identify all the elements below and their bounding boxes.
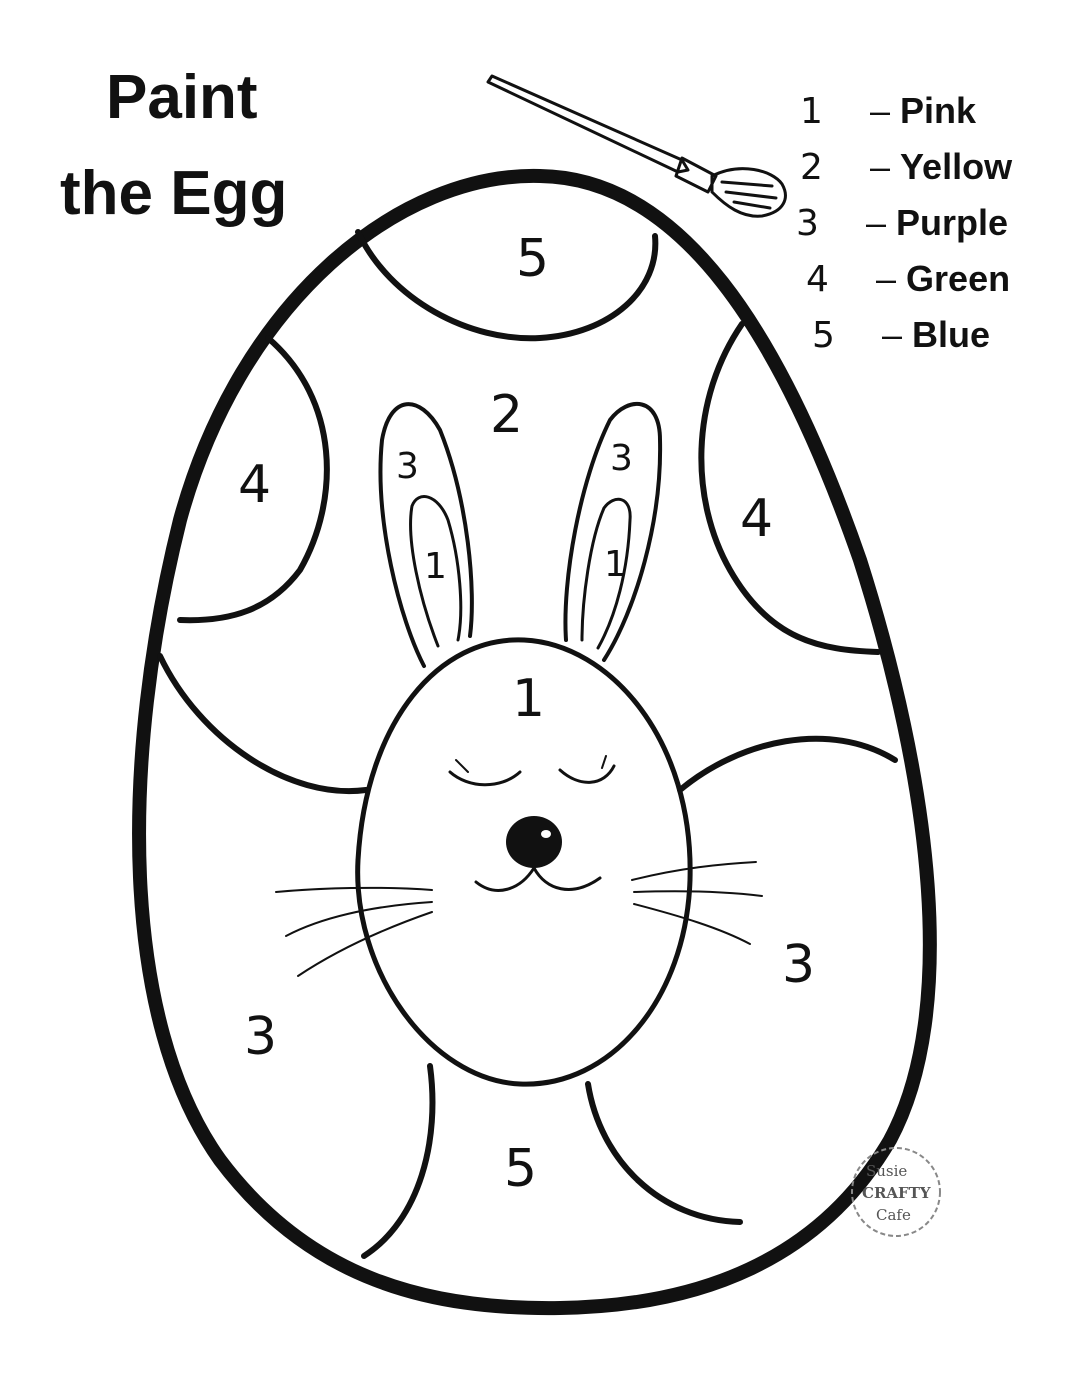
watermark-line-3: Cafe — [876, 1206, 911, 1224]
right-eye — [558, 764, 616, 784]
egg-outline — [132, 168, 937, 1316]
left-ear-inner — [409, 495, 463, 648]
zone-number-bottom-band: 5 — [504, 1139, 537, 1199]
zone-number-bunny-face: 1 — [512, 669, 545, 729]
nose-highlight — [541, 830, 551, 838]
zone-number-left-circle: 4 — [238, 455, 271, 515]
title-line-2: the Egg — [60, 159, 288, 229]
zone-number-left-ear-outer: 3 — [396, 446, 419, 487]
right-ear-inner — [580, 497, 632, 650]
right-band-line — [677, 735, 898, 793]
watermark-logo: Susie CRAFTY Cafe — [851, 1147, 941, 1237]
legend-color-name: Purple — [896, 202, 1009, 243]
legend-color-name: Blue — [912, 314, 991, 355]
bottom-left-line — [361, 1063, 436, 1259]
zone-number-lower-left: 3 — [244, 1007, 277, 1067]
legend-item-pink: 1– Pink — [800, 90, 977, 132]
bunny-face — [275, 402, 763, 1087]
zone-number-left-ear-inner: 1 — [424, 546, 447, 587]
legend-item-green: 4– Green — [806, 258, 1011, 300]
zone-number-top-cap: 5 — [516, 229, 549, 289]
left-circle-line — [177, 335, 330, 624]
left-ear — [378, 402, 474, 668]
zone-number-right-circle: 4 — [740, 489, 773, 549]
zone-number-right-ear-outer: 3 — [610, 438, 633, 479]
watermark-line-1: Susie — [866, 1162, 907, 1180]
page-title: Paint the Egg — [60, 50, 287, 242]
right-circle-line — [698, 321, 881, 655]
title-line-1: Paint — [106, 63, 258, 132]
top-cap-line — [355, 229, 659, 342]
paintbrush-icon — [486, 74, 787, 218]
zone-number-right-ear-inner: 1 — [604, 544, 627, 585]
zone-lines — [157, 229, 898, 1259]
bottom-right-line — [585, 1081, 743, 1225]
zone-number-lower-right: 3 — [782, 935, 815, 995]
watermark-line-2: CRAFTY — [862, 1184, 931, 1202]
bunny-nose — [506, 816, 562, 868]
legend-color-name: Yellow — [900, 146, 1013, 187]
whiskers-right — [631, 861, 763, 945]
legend-color-name: Pink — [900, 90, 977, 131]
legend-number: 4 — [806, 259, 829, 300]
right-ear — [563, 402, 663, 662]
legend-number: 3 — [796, 203, 819, 244]
bunny-mouth — [474, 866, 602, 892]
left-band-line — [157, 653, 369, 795]
left-eye-lash — [455, 759, 469, 773]
legend-number: 5 — [812, 315, 835, 356]
bunny-head — [355, 637, 693, 1087]
legend-color-name: Green — [906, 258, 1011, 299]
legend-item-yellow: 2– Yellow — [800, 146, 1013, 188]
legend-number: 1 — [800, 91, 823, 132]
legend-item-blue: 5– Blue — [812, 314, 991, 356]
whiskers-left — [275, 886, 433, 977]
legend-item-purple: 3– Purple — [796, 202, 1009, 244]
right-eye-lash — [601, 755, 607, 769]
legend-number: 2 — [800, 147, 823, 188]
zone-number-upper-band: 2 — [490, 385, 523, 445]
left-eye — [448, 770, 522, 787]
